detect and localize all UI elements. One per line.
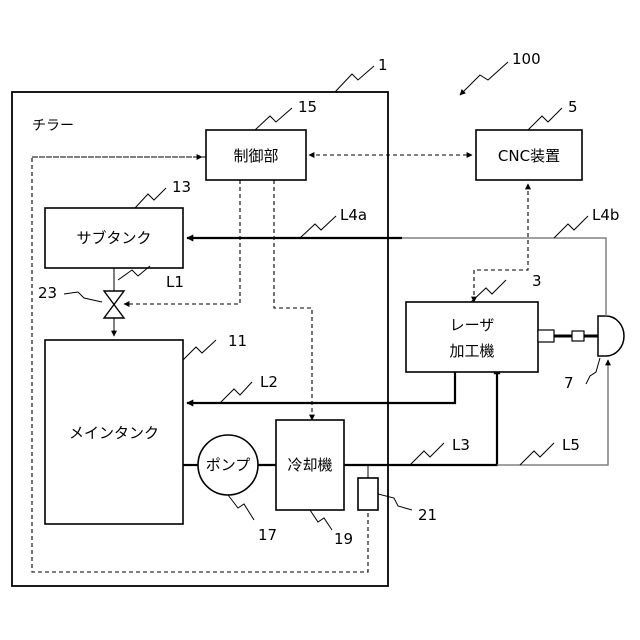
- ref-17: 17: [258, 526, 277, 544]
- ref-3: 3: [532, 272, 542, 290]
- fiber-plug: [572, 331, 584, 341]
- ref-15: 15: [298, 98, 317, 116]
- pipe-L5: [497, 360, 608, 465]
- ref-19: 19: [334, 530, 353, 548]
- leader-17: [228, 495, 254, 520]
- controller-cooler-signal: [274, 180, 312, 420]
- pump-label: ポンプ: [206, 456, 251, 474]
- chiller-label: チラー: [32, 118, 74, 134]
- cnc-label: CNC装置: [498, 147, 560, 165]
- ref-100: 100: [512, 50, 541, 68]
- leader-L4b: [554, 216, 588, 238]
- leader-11: [183, 340, 216, 360]
- sensor-box: [358, 478, 378, 510]
- leader-19: [310, 510, 332, 530]
- laser-label-1: レーザ: [450, 316, 495, 334]
- leader-5: [528, 108, 562, 130]
- controller-label: 制御部: [233, 147, 278, 165]
- main-tank-label: メインタンク: [69, 424, 159, 442]
- pipe-L2: [187, 372, 455, 403]
- ref-21: 21: [418, 506, 437, 524]
- leader-L5: [520, 443, 554, 465]
- ref-5: 5: [568, 98, 578, 116]
- label-L3: L3: [452, 436, 470, 454]
- laser-label-2: 加工機: [449, 342, 494, 360]
- label-L2: L2: [260, 373, 278, 391]
- fiber-connector: [538, 330, 554, 342]
- leader-21: [378, 494, 412, 510]
- sub-tank-label: サブタンク: [76, 229, 151, 247]
- cooler-label: 冷却機: [287, 456, 332, 474]
- leader-3: [471, 280, 506, 302]
- leader-7: [586, 358, 600, 384]
- laser-box: [406, 302, 538, 372]
- ref-13: 13: [172, 178, 191, 196]
- leader-15: [255, 108, 292, 130]
- label-L4a: L4a: [340, 206, 367, 224]
- ref-7: 7: [564, 374, 574, 392]
- leader-100: [460, 62, 508, 95]
- label-L1: L1: [166, 273, 184, 291]
- pipe-L3: [344, 368, 497, 465]
- ref-23: 23: [38, 284, 57, 302]
- leader-23: [64, 292, 102, 302]
- label-L4b: L4b: [592, 206, 619, 224]
- leader-13: [135, 188, 166, 208]
- leader-L4a: [300, 216, 336, 238]
- leader-L3: [410, 443, 444, 465]
- leader-1: [335, 66, 374, 92]
- label-L5: L5: [562, 436, 580, 454]
- ref-1: 1: [378, 56, 388, 74]
- ref-11: 11: [228, 332, 247, 350]
- leader-L2: [220, 382, 252, 403]
- laser-head-icon: [598, 316, 624, 356]
- valve-icon: [104, 291, 124, 318]
